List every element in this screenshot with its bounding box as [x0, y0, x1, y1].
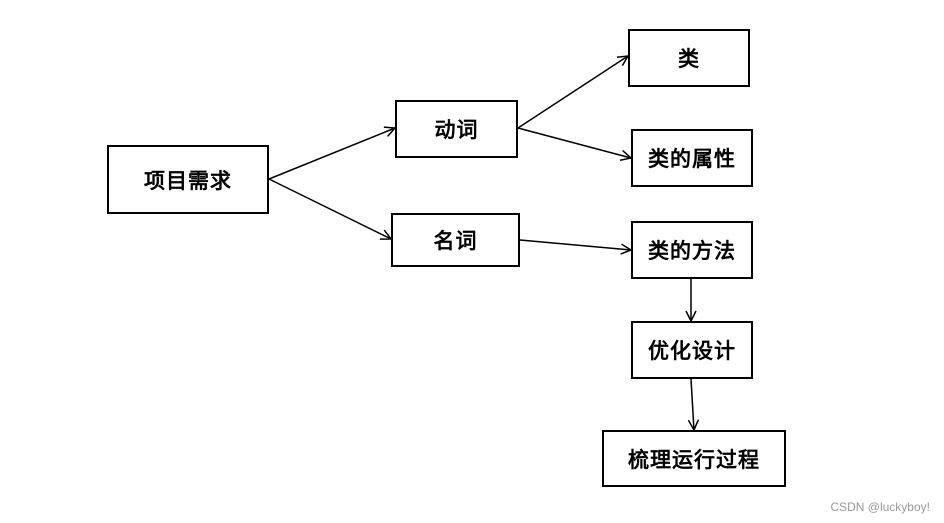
- watermark: CSDN @luckyboy!: [830, 500, 930, 514]
- connector-arrows: [268, 56, 694, 430]
- node-label: 类: [678, 47, 700, 71]
- arrow-youhua-to-shuli: [691, 378, 694, 430]
- node-label: 优化设计: [648, 339, 736, 363]
- node-label: 动词: [434, 118, 479, 142]
- node-project-requirements: 项目需求: [107, 145, 269, 214]
- node-trace-execution: 梳理运行过程: [602, 430, 786, 487]
- node-label: 项目需求: [144, 168, 232, 193]
- node-verb: 动词: [395, 100, 518, 158]
- arrow-dongci-to-shuxing: [517, 127, 631, 158]
- node-label: 类的方法: [648, 239, 736, 263]
- node-label: 梳理运行过程: [628, 447, 760, 472]
- node-noun: 名词: [391, 213, 520, 267]
- node-class-methods: 类的方法: [631, 221, 753, 279]
- arrow-mingci-to-fangfa: [519, 239, 631, 250]
- node-class-attributes: 类的属性: [631, 129, 753, 187]
- node-label: 类的属性: [648, 147, 736, 171]
- node-label: 名词: [433, 229, 478, 253]
- arrow-xiangmu-to-mingci: [268, 178, 391, 239]
- node-optimize-design: 优化设计: [631, 321, 753, 379]
- node-class: 类: [628, 29, 750, 87]
- arrow-xiangmu-to-dongci: [268, 128, 395, 180]
- arrow-dongci-to-lei: [517, 56, 628, 129]
